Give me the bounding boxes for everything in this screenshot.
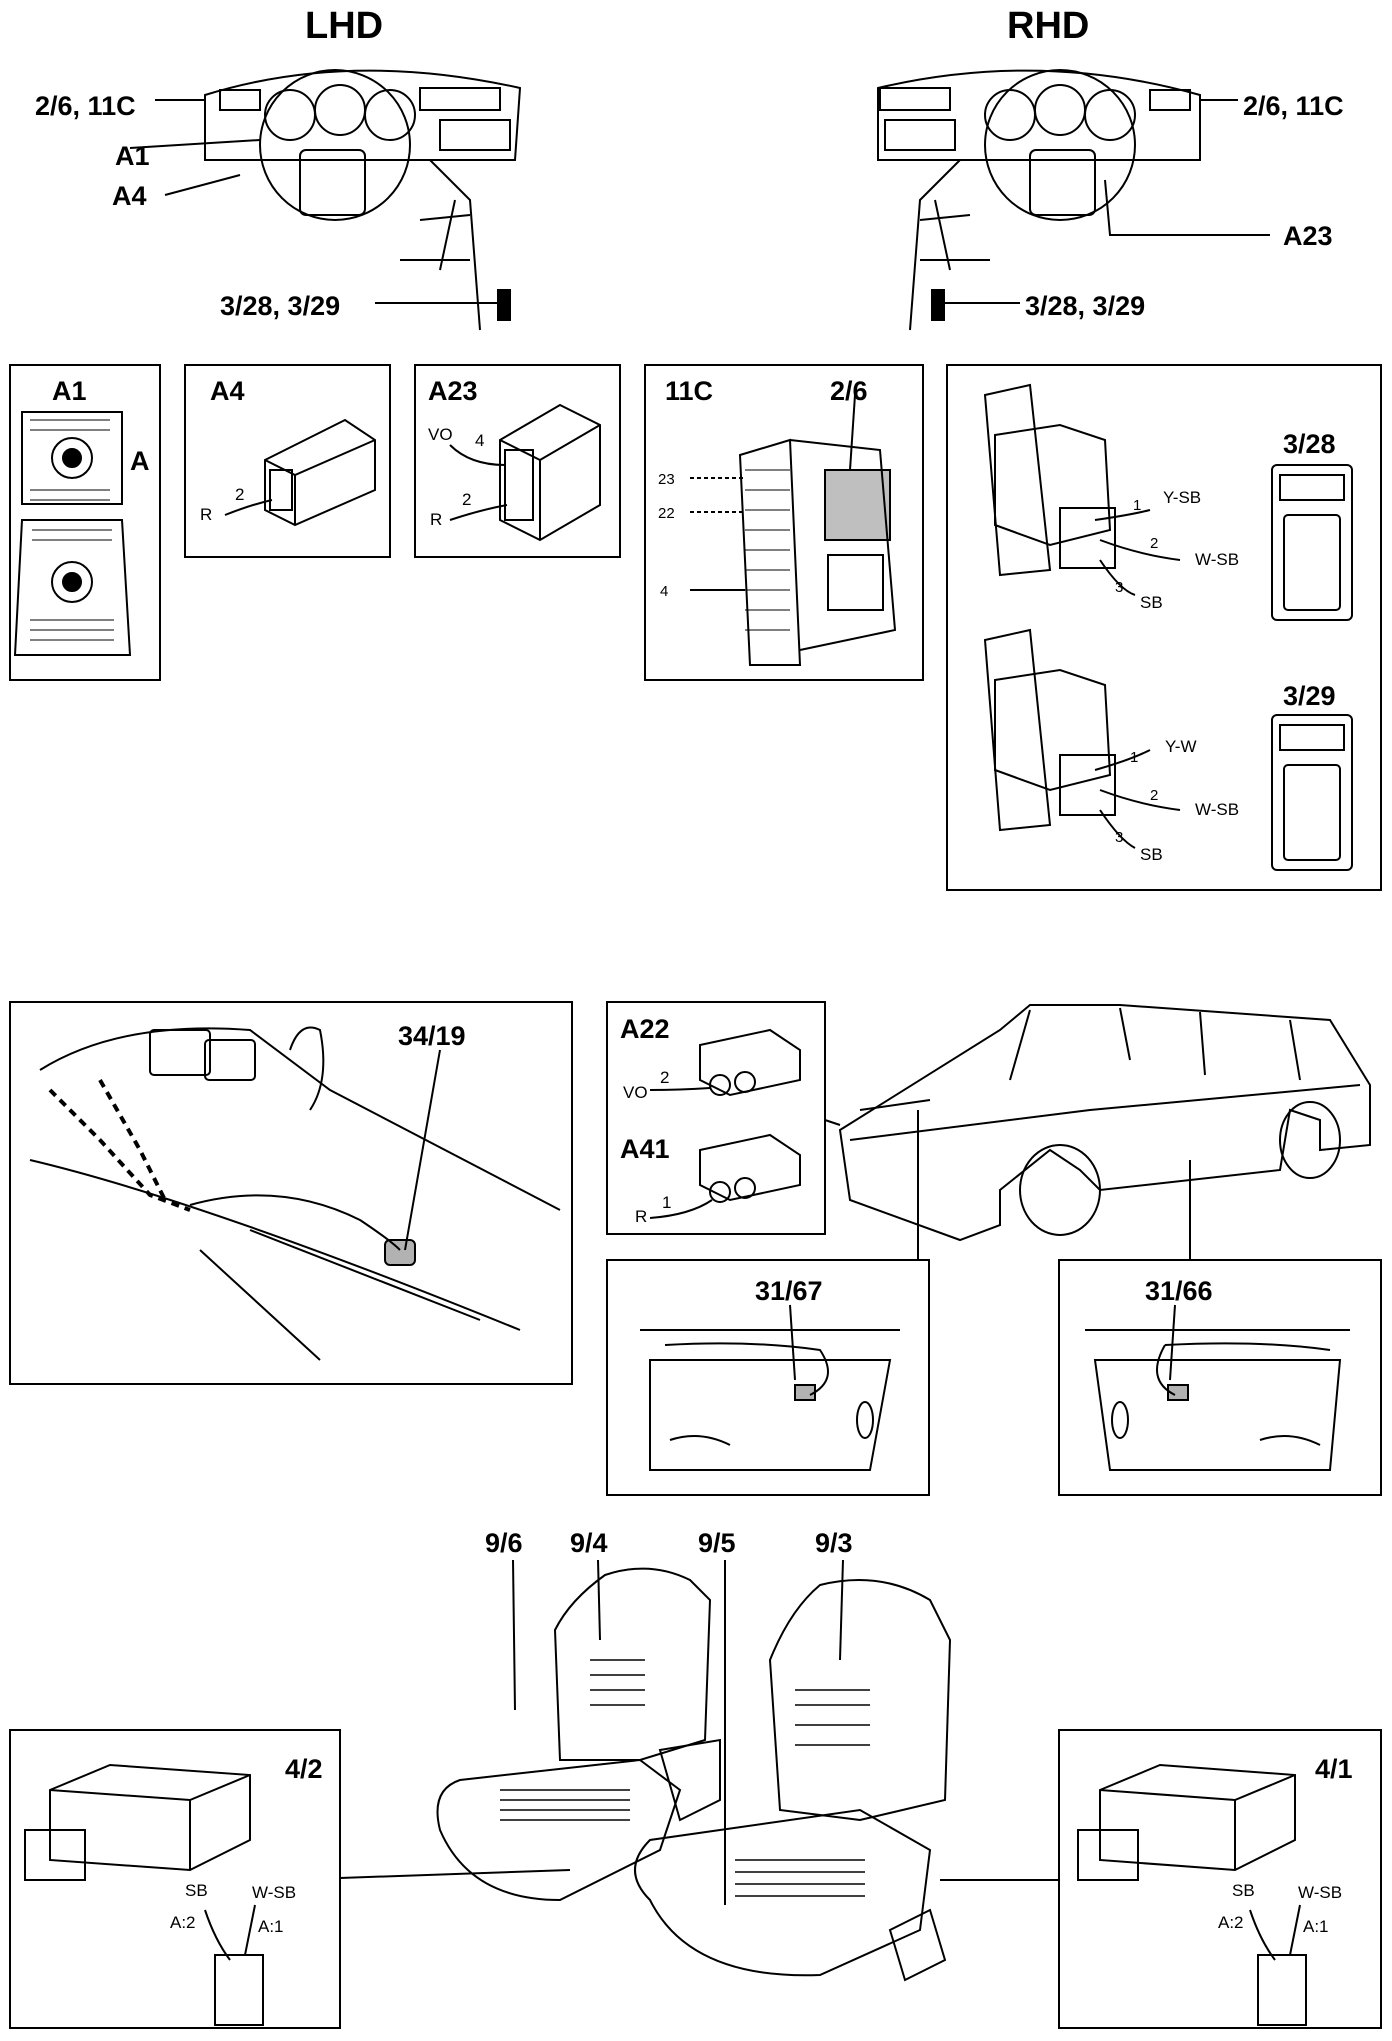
a22-pin: 2 [660, 1068, 669, 1087]
seat-label-9-3: 9/3 [815, 1528, 853, 1558]
s328-wire-3: SB [1140, 593, 1163, 612]
a23-title: A23 [428, 376, 478, 406]
panel-relay-4-1: 4/1 SB W-SB A:2 A:1 [1058, 1729, 1382, 2029]
panel-11c: 11C 2/6 23 22 4 [644, 364, 924, 681]
c11-pin-4: 4 [660, 583, 668, 600]
relay42-pin2: A:1 [258, 1917, 284, 1936]
relay41-title: 4/1 [1315, 1754, 1353, 1784]
switch-3-29: 1 Y-W 2 W-SB 3 SB 3/29 [983, 628, 1353, 871]
panel-31-66: 31/66 [1058, 1259, 1382, 1496]
panel-34-19: 34/19 [9, 1001, 573, 1385]
lhd-heading: LHD [305, 5, 383, 47]
s329-pin-2: 2 [1150, 787, 1158, 804]
relay42-wire2: W-SB [252, 1883, 296, 1902]
c11-pin-22: 22 [658, 505, 675, 522]
panel-a1: A1 A [9, 364, 161, 681]
panel-31-67: 31/67 [606, 1259, 930, 1496]
s329-title: 3/29 [1283, 681, 1336, 711]
s329-wire-2: W-SB [1195, 800, 1239, 819]
a41-wire-color: R [635, 1207, 647, 1226]
p3419-title: 34/19 [398, 1021, 466, 1051]
s328-pin-1: 1 [1133, 497, 1141, 514]
switch-3-28: 1 Y-SB 2 W-SB 3 SB 3/28 [983, 383, 1353, 621]
relay42-pin1: A:2 [170, 1913, 196, 1932]
rhd-callout-328-329: 3/28, 3/29 [1025, 291, 1145, 321]
s329-wire-1: Y-W [1165, 737, 1197, 756]
s328-wire-1: Y-SB [1163, 488, 1201, 507]
c11-title: 11C [665, 376, 713, 406]
seat-label-9-6: 9/6 [485, 1528, 523, 1558]
panel-relay-4-2: 4/2 SB W-SB A:2 A:1 [9, 1729, 341, 2029]
a41-pin: 1 [662, 1193, 671, 1212]
a4-pin: 2 [235, 485, 244, 504]
a23-wire1-color: VO [428, 425, 453, 444]
a41-title: A41 [620, 1134, 670, 1164]
a4-wire-color: R [200, 505, 212, 524]
s328-pin-2: 2 [1150, 535, 1158, 552]
p3167-title: 31/67 [755, 1276, 823, 1306]
s329-pin-1: 1 [1130, 749, 1138, 766]
a22-wire-color: VO [623, 1083, 648, 1102]
lhd-callout-328-329: 3/28, 3/29 [220, 291, 340, 321]
s329-wire-3: SB [1140, 845, 1163, 864]
lhd-dashboard: LHD 2/6, 11C A1 A4 3/28, 3/29 [35, 5, 522, 331]
a1-side-label: A [130, 446, 150, 476]
rhd-callout-a23: A23 [1283, 221, 1333, 251]
relay41-wire1: SB [1232, 1881, 1255, 1900]
relay41-pin1: A:2 [1218, 1913, 1244, 1932]
panel-a22-a41: A22 VO 2 A41 R 1 [606, 1001, 826, 1235]
seat-label-9-5: 9/5 [698, 1528, 736, 1558]
s328-title: 3/28 [1283, 429, 1336, 459]
panel-a4: A4 R 2 [184, 364, 391, 558]
lhd-callout-26-11c: 2/6, 11C [35, 91, 136, 121]
a23-wire1-pin: 4 [475, 431, 484, 450]
relay41-wire2: W-SB [1298, 1883, 1342, 1902]
c11-title2: 2/6 [830, 376, 868, 406]
seat-label-9-4: 9/4 [570, 1528, 608, 1558]
a4-title: A4 [210, 376, 245, 406]
relay42-wire1: SB [185, 1881, 208, 1900]
a22-title: A22 [620, 1014, 670, 1044]
relay42-title: 4/2 [285, 1754, 323, 1784]
p3166-title: 31/66 [1145, 1276, 1213, 1306]
s328-pin-3: 3 [1115, 579, 1123, 596]
panel-switches: 1 Y-SB 2 W-SB 3 SB 3/28 1 Y-W 2 W-SB 3 S… [946, 364, 1382, 891]
a23-wire2-pin: 2 [462, 490, 471, 509]
rhd-heading: RHD [1007, 5, 1089, 47]
s328-wire-2: W-SB [1195, 550, 1239, 569]
rhd-dashboard: RHD 2/6, 11C A23 3/28, 3/29 [877, 5, 1344, 331]
c11-pin-23: 23 [658, 471, 675, 488]
a1-title: A1 [52, 376, 87, 406]
relay41-pin2: A:1 [1303, 1917, 1329, 1936]
a23-wire2-color: R [430, 510, 442, 529]
s329-pin-3: 3 [1115, 829, 1123, 846]
seats-illustration: 9/6 9/4 9/5 9/3 [339, 1528, 1059, 1982]
panel-a23: A23 VO 4 R 2 [414, 364, 621, 558]
rhd-callout-26-11c: 2/6, 11C [1243, 91, 1344, 121]
lhd-callout-a4: A4 [112, 181, 147, 211]
lhd-callout-a1: A1 [115, 141, 150, 171]
car-illustration [824, 1004, 1371, 1260]
